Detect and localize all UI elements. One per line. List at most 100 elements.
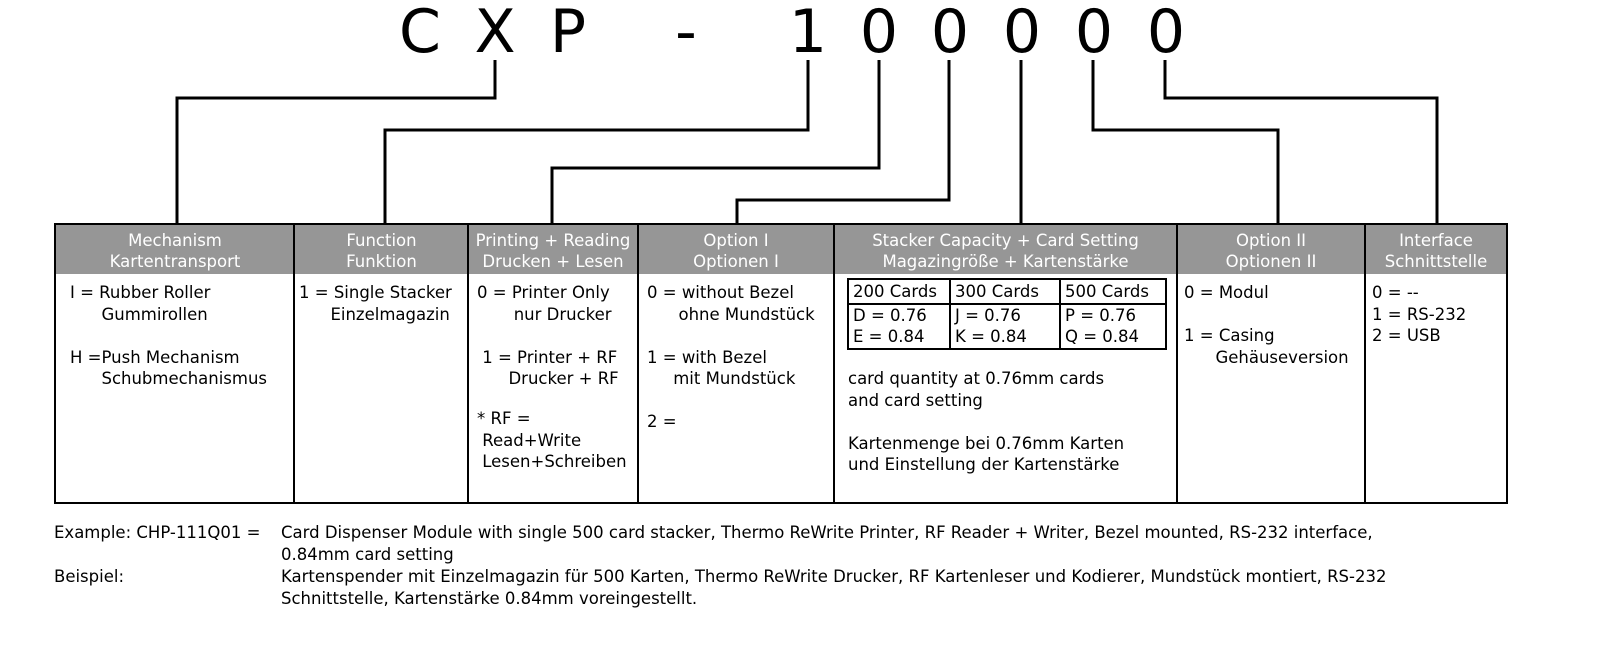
- code-char: -: [675, 0, 697, 67]
- column-divider: [1176, 225, 1178, 502]
- connector-mechanism: [175, 60, 497, 223]
- header-line: Option I: [703, 231, 769, 250]
- cell-line: 1 = Casing: [1184, 326, 1275, 345]
- example-text: Kartenspender mit Einzelmagazin für 500 …: [281, 567, 1387, 586]
- example-text: Card Dispenser Module with single 500 ca…: [281, 523, 1373, 542]
- column-option-two: Option II Optionen II 0 = Modul 1 = Casi…: [1178, 225, 1364, 502]
- header-line: Optionen II: [1225, 252, 1317, 271]
- capacity-table-rule: [849, 303, 1165, 305]
- cell-line: Gummirollen: [70, 304, 208, 324]
- column-function: Function Funktion 1 = Single Stacker Ein…: [295, 225, 468, 502]
- cell-line: mit Mundstück: [647, 369, 796, 388]
- code-char: 0: [930, 0, 970, 67]
- column-header: Interface Schnittstelle: [1366, 225, 1506, 274]
- example-label: Beispiel:: [54, 567, 125, 586]
- cell-line: 0 = --: [1372, 283, 1419, 302]
- column-interface: Interface Schnittstelle 0 = -- 1 = RS-23…: [1366, 225, 1506, 502]
- code-char: X: [474, 0, 516, 67]
- capacity-cell: E = 0.84: [853, 327, 925, 346]
- column-mechanism: Mechanism Kartentransport I = Rubber Rol…: [56, 225, 294, 502]
- cell-line: 1 = Printer + RF: [477, 347, 618, 367]
- cell-line: 1 = with Bezel: [647, 347, 767, 367]
- cell-line: Einzelmagazin: [299, 304, 450, 324]
- code-table: Mechanism Kartentransport I = Rubber Rol…: [54, 223, 1508, 504]
- cell-line: Read+Write: [477, 430, 582, 450]
- capacity-table: 200 Cards D = 0.76 E = 0.84 300 Cards J …: [847, 278, 1167, 350]
- capacity-column: 200 Cards D = 0.76 E = 0.84: [849, 280, 949, 348]
- capacity-cell: D = 0.76: [853, 306, 927, 325]
- column-header: Option I Optionen I: [639, 225, 833, 274]
- cell-line: nur Drucker: [477, 304, 612, 324]
- cell-line: Drucker + RF: [477, 369, 619, 388]
- cell-line: Gehäuseversion: [1184, 347, 1349, 367]
- capacity-header: 200 Cards: [853, 282, 937, 301]
- column-header: Printing + Reading Drucken + Lesen: [469, 225, 637, 274]
- cell-line: 1 = Single Stacker: [299, 283, 452, 302]
- header-line: Magazingröße + Kartenstärke: [882, 252, 1129, 271]
- column-divider: [1364, 225, 1366, 502]
- column-divider: [833, 225, 835, 502]
- header-line: Printing + Reading: [475, 231, 631, 250]
- column-header: Option II Optionen II: [1178, 225, 1364, 274]
- capacity-cell: J = 0.76: [955, 306, 1021, 325]
- column-printing-reading: Printing + Reading Drucken + Lesen 0 = P…: [469, 225, 637, 502]
- cell-line: und Einstellung der Kartenstärke: [848, 455, 1120, 474]
- header-line: Drucken + Lesen: [482, 252, 624, 271]
- column-divider: [293, 225, 295, 502]
- code-char: P: [549, 0, 587, 67]
- header-line: Stacker Capacity + Card Setting: [872, 231, 1139, 250]
- column-divider: [637, 225, 639, 502]
- connector-interface: [1163, 60, 1439, 223]
- example-label: Example: CHP-111Q01 =: [54, 523, 261, 542]
- cell-line: Lesen+Schreiben: [477, 452, 627, 471]
- header-line: Optionen I: [693, 252, 779, 271]
- example-text: 0.84mm card setting: [281, 545, 454, 564]
- capacity-cell: Q = 0.84: [1065, 327, 1140, 346]
- column-header: Stacker Capacity + Card Setting Magazing…: [835, 225, 1176, 274]
- cell-line: 1 = RS-232: [1372, 304, 1467, 324]
- capacity-header: 300 Cards: [955, 282, 1039, 301]
- code-char: 1: [788, 0, 828, 67]
- cell-line: Schubmechanismus: [70, 369, 268, 388]
- cell-line: * RF =: [477, 409, 531, 428]
- column-divider: [467, 225, 469, 502]
- connector-function: [383, 60, 810, 223]
- connector-printing: [550, 60, 881, 223]
- code-char: C: [399, 0, 441, 67]
- capacity-cell: K = 0.84: [955, 327, 1027, 346]
- connector-option-one: [735, 60, 951, 223]
- column-header: Mechanism Kartentransport: [56, 225, 294, 274]
- cell-line: 2 =: [647, 412, 677, 431]
- header-line: Option II: [1235, 231, 1307, 250]
- capacity-column: 300 Cards J = 0.76 K = 0.84: [951, 280, 1059, 348]
- header-line: Schnittstelle: [1384, 252, 1488, 271]
- code-char: 0: [1074, 0, 1114, 67]
- header-line: Kartentransport: [109, 252, 241, 271]
- cell-line: and card setting: [848, 390, 983, 410]
- cell-line: 2 = USB: [1372, 326, 1441, 345]
- column-stacker-capacity: Stacker Capacity + Card Setting Magazing…: [835, 225, 1176, 502]
- cell-line: 0 = Printer Only: [477, 283, 610, 302]
- capacity-header: 500 Cards: [1065, 282, 1149, 301]
- example-text: Schnittstelle, Kartenstärke 0.84mm vorei…: [281, 589, 698, 608]
- cell-line: H =Push Mechanism: [70, 347, 240, 367]
- header-line: Function: [346, 231, 417, 250]
- header-line: Mechanism: [128, 231, 222, 250]
- capacity-table-divider: [949, 280, 951, 348]
- cell-line: 0 = without Bezel: [647, 283, 794, 302]
- capacity-cell: P = 0.76: [1065, 306, 1137, 325]
- cell-line: I = Rubber Roller: [70, 283, 211, 302]
- code-char: 0: [1002, 0, 1042, 67]
- code-char: 0: [859, 0, 899, 67]
- capacity-table-divider: [1059, 280, 1061, 348]
- cell-line: Kartenmenge bei 0.76mm Karten: [848, 433, 1125, 453]
- header-line: Interface: [1399, 231, 1473, 250]
- header-line: Funktion: [346, 252, 417, 271]
- cell-line: ohne Mundstück: [647, 304, 815, 324]
- column-option-one: Option I Optionen I 0 = without Bezel oh…: [639, 225, 833, 502]
- code-char: 0: [1146, 0, 1186, 67]
- column-header: Function Funktion: [295, 225, 468, 274]
- capacity-column: 500 Cards P = 0.76 Q = 0.84: [1061, 280, 1165, 348]
- connector-option-two: [1091, 60, 1280, 223]
